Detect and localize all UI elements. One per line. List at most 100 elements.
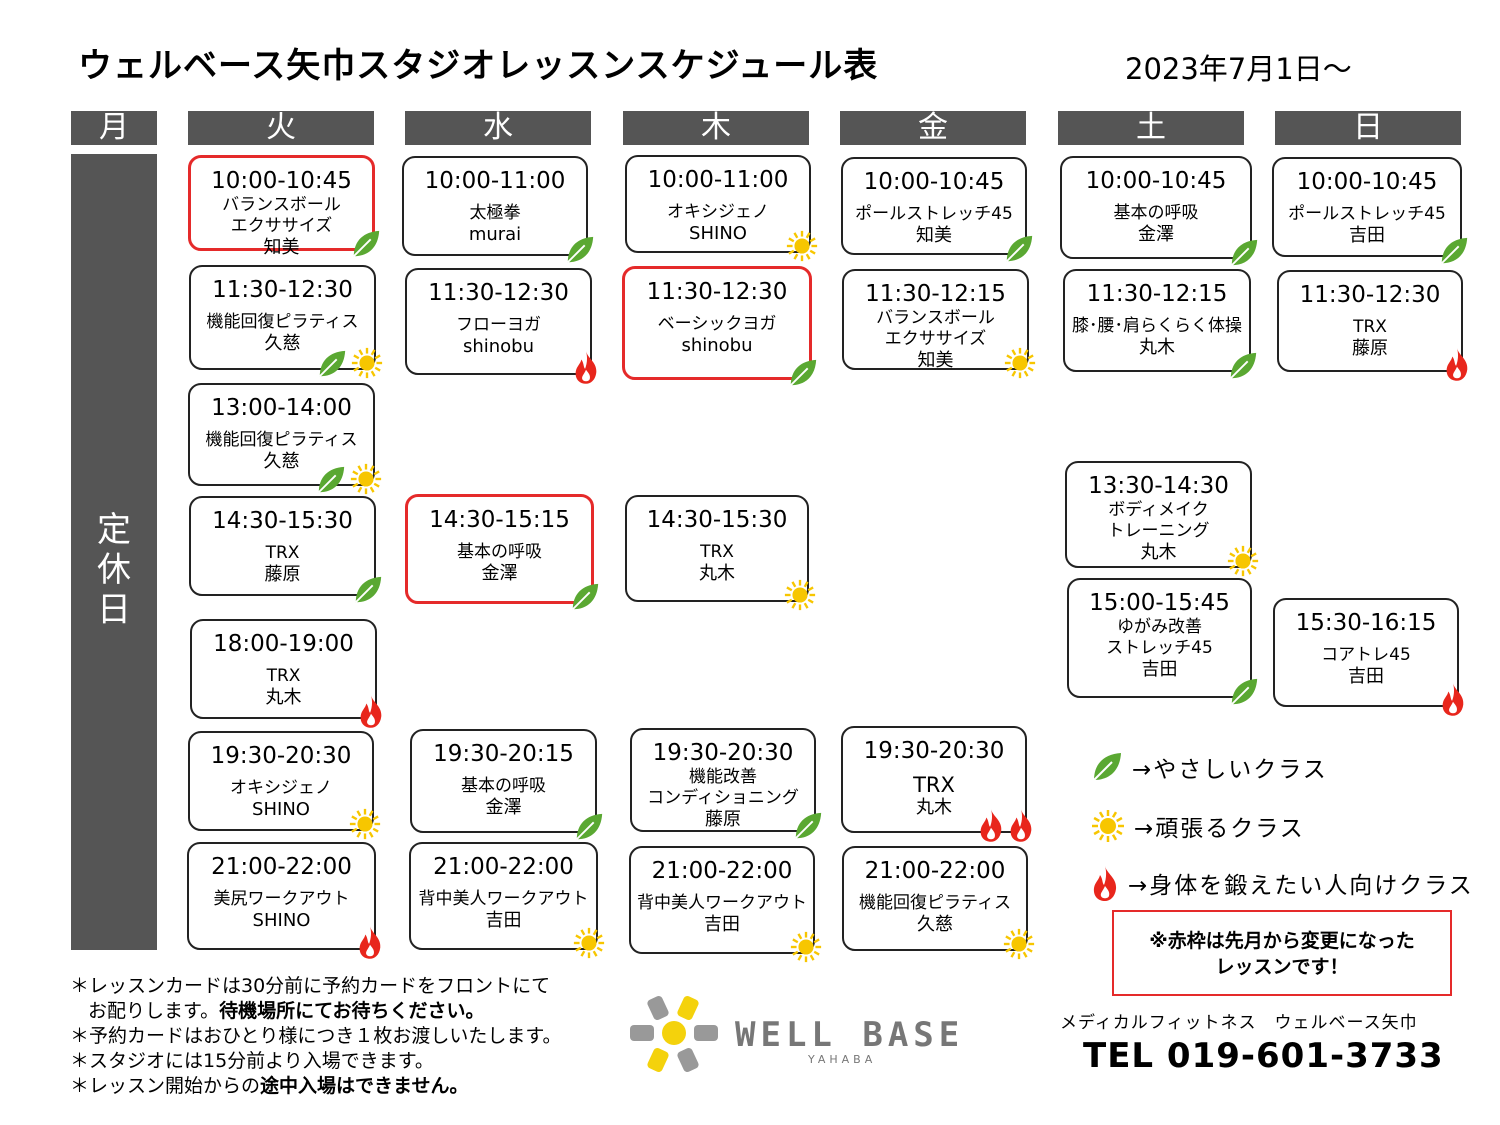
lesson-intensity-icons [789,930,823,964]
note-1: ＊レッスンカードは30分前に予約カードをフロントにて [70,975,551,997]
lesson-instructor: shinobu [462,336,535,357]
fire-icon [977,807,1005,843]
lesson-name: TRX [700,542,734,562]
sun-icon [789,930,823,964]
lesson-intensity-icons [352,574,384,606]
lesson-instructor: 丸木 [916,797,952,818]
leaf-icon [569,581,601,613]
notes: ＊レッスンカードは30分前に予約カードをフロントにて お配りします。待機場所にて… [70,974,562,1099]
sun-icon [572,926,606,960]
lesson-name-line2: トレーニング [1107,521,1210,541]
legend-intense: →身体を鍛えたい人向けクラス [1090,864,1474,902]
fire-icon [1090,864,1120,902]
lesson-intensity-icons [1443,346,1471,382]
leaf-icon [573,811,605,843]
lesson-instructor: 知美 [916,225,952,246]
lesson-name: 機能回復ピラティス [859,893,1011,913]
closed-day-column: 定 休 日 [71,154,157,950]
lesson-time: 11:30-12:15 [865,281,1006,307]
lesson-time: 10:00-11:00 [424,168,566,194]
lesson-name: TRX [266,666,301,686]
day-header-wed: 水 [405,111,591,145]
day-header-sat: 土 [1058,111,1244,145]
sun-icon [348,807,382,841]
lesson-name: TRX [265,543,300,563]
note-3: ＊スタジオには15分前より入場できます。 [70,1050,434,1072]
sun-icon [785,229,819,263]
lesson-intensity-icons [573,811,605,843]
lesson-intensity-icons [977,807,1035,843]
lesson-intensity-icons [564,234,596,266]
lesson-name: 背中美人ワークアウト [637,893,807,913]
lesson-instructor: 藤原 [1352,338,1388,359]
lesson-intensity-icons [315,462,383,496]
legend-hard: →頑張るクラス [1090,808,1305,844]
lesson-name: ポールストレッチ45 [855,204,1013,224]
lesson-intensity-icons [350,228,382,260]
lesson-name: バランスボール [222,195,341,215]
fire-icon [572,349,600,385]
page-title: ウェルベース矢巾スタジオレッスンスケジュール表 [78,46,879,86]
lesson-intensity-icons [787,357,819,389]
lesson-time: 19:30-20:30 [863,738,1005,764]
logo-subtext: YAHABA [808,1053,877,1066]
lesson-time: 19:30-20:30 [652,740,794,766]
lesson-instructor: 知美 [263,237,300,258]
lesson-instructor: 金澤 [1138,224,1174,245]
wellbase-logo-icon [630,995,718,1073]
lesson-instructor: 藤原 [705,809,741,830]
lesson-name-line2: エクササイズ [230,216,333,236]
lesson-instructor: 金澤 [485,797,522,818]
lesson-name: ボディメイク [1108,500,1209,520]
note-1-cont: お配りします。待機場所にてお待ちください。 [88,1000,485,1022]
lesson-time: 19:30-20:30 [210,743,352,769]
lesson-name-line2: コンディショニング [647,788,799,808]
lesson-name: 基本の呼吸 [1113,203,1199,223]
lesson-time: 14:30-15:30 [212,508,353,534]
lesson-time: 11:30-12:30 [646,279,788,305]
note-4: ＊レッスン開始からの途中入場はできません。 [70,1075,469,1097]
phone-number: TEL 019-601-3733 [1083,1036,1444,1076]
day-header-thu: 木 [623,111,809,145]
lesson-name: コアトレ45 [1321,645,1411,665]
lesson-name-line2: ストレッチ45 [1106,638,1213,658]
lesson-time: 10:00-10:45 [863,169,1005,195]
lesson-time: 15:30-16:15 [1295,610,1437,636]
lesson-time: 15:00-15:45 [1089,590,1230,616]
lesson-instructor: 久慈 [263,451,300,472]
lesson-time: 19:30-20:15 [433,741,574,767]
lesson-intensity-icons [1226,544,1260,578]
lesson-name: 膝･腰･肩らくらく体操 [1072,316,1242,336]
lesson-instructor: SHINO [689,223,747,244]
lesson-intensity-icons [783,578,817,612]
sun-icon [1090,808,1126,844]
lesson-intensity-icons [348,807,382,841]
lesson-intensity-icons [1003,346,1037,380]
day-header-tue: 火 [188,111,374,145]
leaf-icon [350,228,382,260]
lesson-time: 11:30-12:30 [1299,282,1441,308]
lesson-time: 21:00-22:00 [211,854,352,880]
leaf-icon [352,574,384,606]
lesson-intensity-icons [1002,927,1036,961]
lesson-name: 機能回復ピラティス [205,430,358,450]
leaf-icon [1227,350,1259,382]
lesson-intensity-icons [785,229,819,263]
lesson-time: 10:00-10:45 [211,168,352,194]
leaf-icon [315,464,347,496]
lesson-name: ベーシックヨガ [657,314,777,334]
lesson-instructor: 藤原 [264,564,301,585]
lesson-time: 10:00-10:45 [1296,169,1438,195]
